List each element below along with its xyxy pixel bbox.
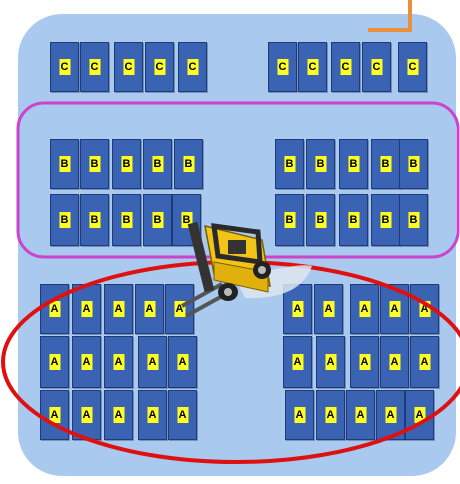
warehouse-layout: CCCCCCCCCCBBBBBBBBBBBBBBBBBBBBAAAAAAAAAA… (0, 0, 460, 484)
forklift-icon (0, 0, 460, 484)
